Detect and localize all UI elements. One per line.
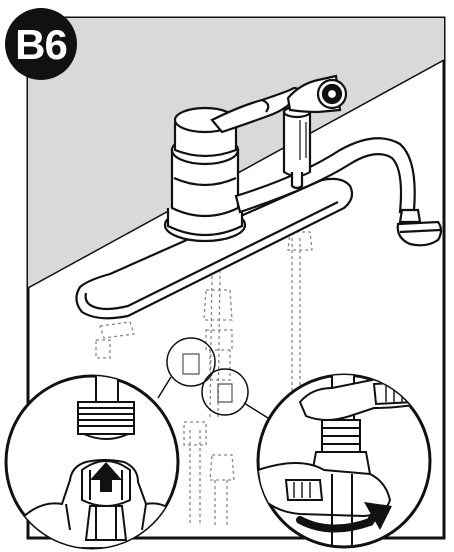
step-label: B6 xyxy=(15,21,67,68)
step-badge: B6 xyxy=(5,8,77,80)
